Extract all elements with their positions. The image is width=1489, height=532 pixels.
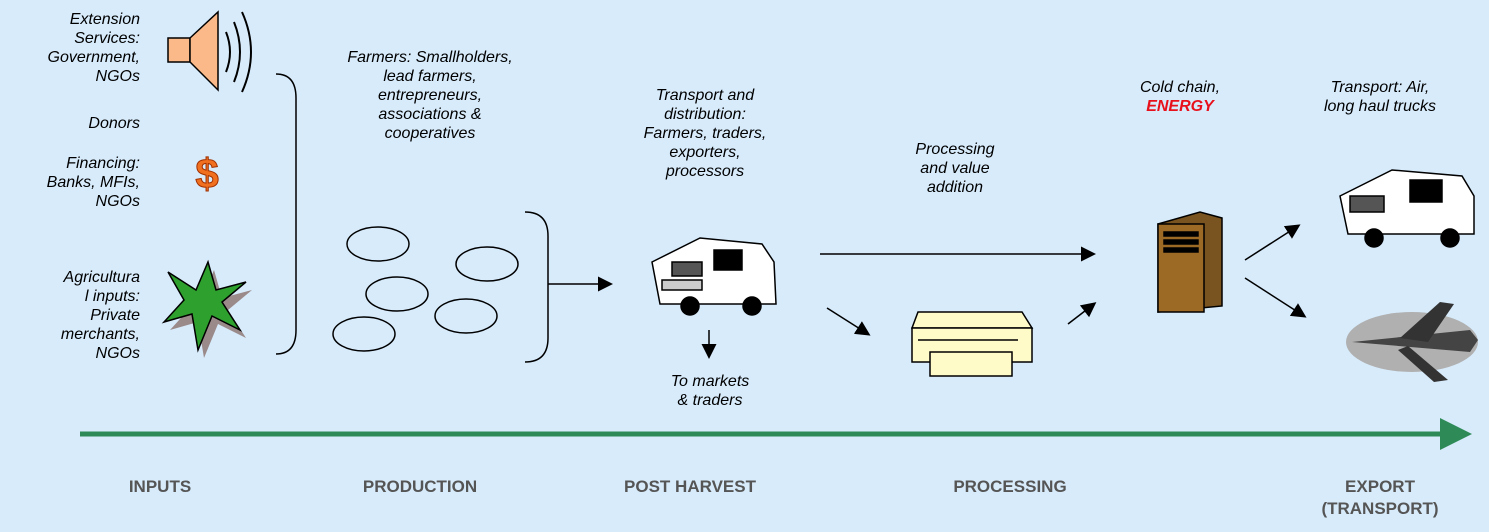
truck-icon <box>1339 169 1475 248</box>
to-markets-label: To markets & traders <box>670 373 750 409</box>
transport-air-label: Transport: Air, long haul trucks <box>1323 79 1437 115</box>
printer-icon <box>910 311 1034 377</box>
extension-services-label: Extension Services: Government, NGOs <box>47 11 140 85</box>
stage-post-harvest: POST HARVEST <box>624 477 756 496</box>
cold-storage-icon <box>1157 211 1223 313</box>
cold-chain-text: Cold chain, <box>1139 79 1221 96</box>
plant-icon <box>161 259 252 358</box>
van-icon <box>651 237 777 316</box>
donors-label: Donors <box>88 115 140 132</box>
processing-value-label: Processing and value addition <box>915 141 995 196</box>
cold-chain-label: Cold chain, ENERGY <box>1110 78 1250 116</box>
airplane-icon <box>1346 302 1478 382</box>
farmer-groups <box>332 226 519 352</box>
speaker-icon <box>167 10 252 93</box>
farmer-group <box>455 246 519 282</box>
stage-production: PRODUCTION <box>362 477 478 496</box>
inputs-bracket <box>275 73 297 355</box>
arrow-to-processing <box>826 307 871 336</box>
energy-text: ENERGY <box>1146 98 1214 115</box>
production-bracket <box>524 211 549 363</box>
farmers-label: Farmers: Smallholders, lead farmers, ent… <box>347 49 513 142</box>
farmer-group <box>332 316 396 352</box>
stage-processing: PROCESSING <box>953 477 1067 496</box>
financing-label: Financing: Banks, MFIs, NGOs <box>46 155 140 210</box>
timeline-arrowhead <box>1440 418 1472 450</box>
dollar-icon: $ <box>195 150 218 197</box>
arrow-to-plane <box>1244 277 1307 318</box>
transport-distribution-label: Transport and distribution: Farmers, tra… <box>643 87 767 180</box>
farmer-group <box>365 276 429 312</box>
farmer-group <box>434 298 498 334</box>
farmer-group <box>346 226 410 262</box>
stage-inputs: INPUTS <box>128 477 192 496</box>
stage-export: EXPORT (TRANSPORT) <box>1321 477 1439 518</box>
agricultural-inputs-label: Agricultura l inputs: Private merchants,… <box>60 269 140 362</box>
arrow-processing-to-cold <box>1067 302 1097 325</box>
arrow-to-truck <box>1244 224 1301 261</box>
